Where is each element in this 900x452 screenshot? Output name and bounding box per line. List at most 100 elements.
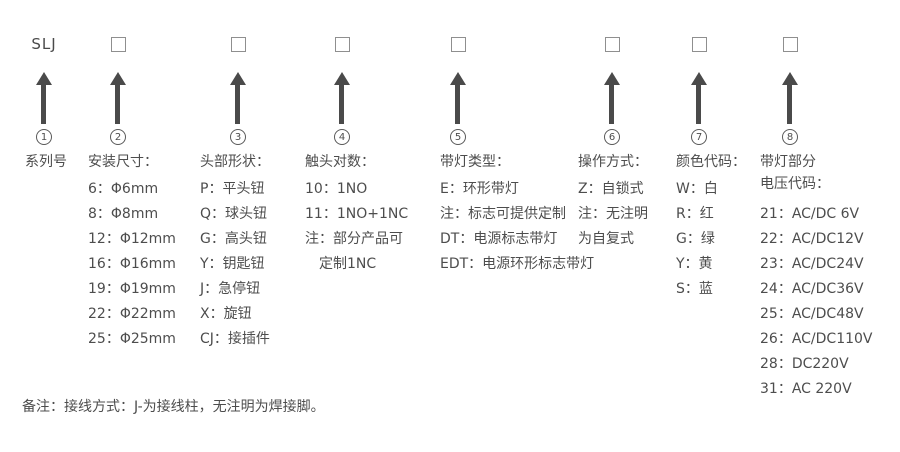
option-item: DT：电源标志带灯 <box>440 231 558 247</box>
code-placeholder-checkbox <box>691 36 707 52</box>
option-list: 6：Φ6mm 8：Φ8mm 12：Φ12mm 16：Φ16mm 19：Φ19mm 22：Φ… <box>88 177 176 352</box>
up-arrow-icon <box>782 72 798 124</box>
code-slot <box>604 36 620 52</box>
column-heading: 颜色代码： <box>676 154 746 170</box>
option-item: 25：AC/DC48V <box>760 306 864 322</box>
option-item: 23：AC/DC24V <box>760 256 864 272</box>
option-item: 10：1NO <box>305 181 368 197</box>
symbol-stack: 4 <box>331 36 353 145</box>
column-heading: 安装尺寸： <box>88 154 158 170</box>
option-item: R：红 <box>676 206 714 222</box>
symbol-stack: 5 <box>447 36 469 145</box>
column-subheading: 电压代码： <box>760 176 830 192</box>
option-item: S：蓝 <box>676 281 713 297</box>
circled-number: 5 <box>450 129 466 145</box>
option-item: 12：Φ12mm <box>88 231 176 247</box>
column-lamp-voltage-code: 8 带灯部分 电压代码： 21：AC/DC 6V 22：AC/DC12V 23：AC… <box>760 36 873 402</box>
code-slot <box>782 36 798 52</box>
code-slot <box>334 36 350 52</box>
code-placeholder-checkbox <box>604 36 620 52</box>
option-item: X：旋钮 <box>200 306 252 322</box>
circled-number: 2 <box>110 129 126 145</box>
up-arrow-icon <box>230 72 246 124</box>
symbol-stack: 2 <box>107 36 129 145</box>
option-item: CJ：接插件 <box>200 331 270 347</box>
column-heading: 操作方式： <box>578 154 648 170</box>
option-list: 10：1NO 11：1NO+1NC 注：部分产品可 定制1NC <box>305 177 408 277</box>
option-list: E：环形带灯注：标志可提供定制 DT：电源标志带灯 EDT：电源环形标志带灯 <box>440 177 594 277</box>
option-item: Q：球头钮 <box>200 206 268 222</box>
symbol-stack: SLJ 1 <box>31 35 57 145</box>
column-heading: 头部形状： <box>200 154 270 170</box>
code-slot <box>450 36 466 52</box>
symbol-stack: 3 <box>227 36 249 145</box>
option-item: 25：Φ25mm <box>88 331 176 347</box>
code-placeholder-checkbox <box>782 36 798 52</box>
circled-number: 1 <box>36 129 52 145</box>
circled-number: 6 <box>604 129 620 145</box>
code-placeholder-checkbox <box>450 36 466 52</box>
option-item: 注：无注明 <box>578 206 648 222</box>
up-arrow-icon <box>36 72 52 124</box>
footnote: 备注：接线方式：J-为接线柱，无注明为焊接脚。 <box>22 399 325 415</box>
up-arrow-icon <box>604 72 620 124</box>
option-item: 19：Φ19mm <box>88 281 176 297</box>
option-item: Y：黄 <box>676 256 713 272</box>
option-item: 28：DC220V <box>760 356 849 372</box>
option-item: 8：Φ8mm <box>88 206 159 222</box>
option-item: Y：钥匙钮 <box>200 256 265 272</box>
up-arrow-icon <box>334 72 350 124</box>
series-code-label: SLJ <box>31 35 57 53</box>
option-item: 24：AC/DC36V <box>760 281 864 297</box>
option-item: W：白 <box>676 181 718 197</box>
symbol-stack: 8 <box>779 36 801 145</box>
option-item: 31：AC 220V <box>760 381 852 397</box>
code-placeholder-checkbox <box>334 36 350 52</box>
option-item: 注：部分产品可 <box>305 231 403 247</box>
column-lamp-type: 5 带灯类型： E：环形带灯注：标志可提供定制 DT：电源标志带灯 EDT：电源环形… <box>440 36 594 277</box>
code-slot <box>110 36 126 52</box>
circled-number: 4 <box>334 129 350 145</box>
option-item: 16：Φ16mm <box>88 256 176 272</box>
option-item: 为自复式 <box>578 231 634 247</box>
option-item: E：环形带灯 <box>440 181 519 197</box>
up-arrow-icon <box>110 72 126 124</box>
code-placeholder-checkbox <box>110 36 126 52</box>
column-heading: 系列号 <box>25 154 67 170</box>
column-heading: 触头对数： <box>305 154 375 170</box>
code-placeholder-checkbox <box>230 36 246 52</box>
option-item: 11：1NO+1NC <box>305 206 409 222</box>
option-item: Z：自锁式 <box>578 181 644 197</box>
option-item: P：平头钮 <box>200 181 265 197</box>
column-series: SLJ 1 系列号 <box>25 35 67 172</box>
column-contact-pairs: 4 触头对数： 10：1NO 11：1NO+1NC 注：部分产品可 定制1NC <box>305 36 408 277</box>
option-list: 21：AC/DC 6V 22：AC/DC12V 23：AC/DC24V 24：AC/D… <box>760 202 873 402</box>
code-slot <box>230 36 246 52</box>
up-arrow-icon <box>450 72 466 124</box>
circled-number: 8 <box>782 129 798 145</box>
option-item: 注：标志可提供定制 <box>440 206 566 222</box>
option-item: 21：AC/DC 6V <box>760 206 860 222</box>
circled-number: 3 <box>230 129 246 145</box>
option-item: G：高头钮 <box>200 231 267 247</box>
code-slot: SLJ <box>31 35 57 53</box>
column-operation-mode: 6 操作方式： Z：自锁式注：无注明为自复式 <box>578 36 648 252</box>
option-item: 22：Φ22mm <box>88 306 176 322</box>
column-heading: 带灯部分 <box>760 154 816 170</box>
option-item: EDT：电源环形标志带灯 <box>440 256 595 272</box>
up-arrow-icon <box>691 72 707 124</box>
option-list: Z：自锁式注：无注明为自复式 <box>578 177 648 252</box>
option-item: 22：AC/DC12V <box>760 231 864 247</box>
option-item: 6：Φ6mm <box>88 181 159 197</box>
symbol-stack: 7 <box>688 36 710 145</box>
code-slot <box>691 36 707 52</box>
option-item: 定制1NC <box>305 256 377 272</box>
column-heading: 带灯类型： <box>440 154 510 170</box>
circled-number: 7 <box>691 129 707 145</box>
symbol-stack: 6 <box>601 36 623 145</box>
